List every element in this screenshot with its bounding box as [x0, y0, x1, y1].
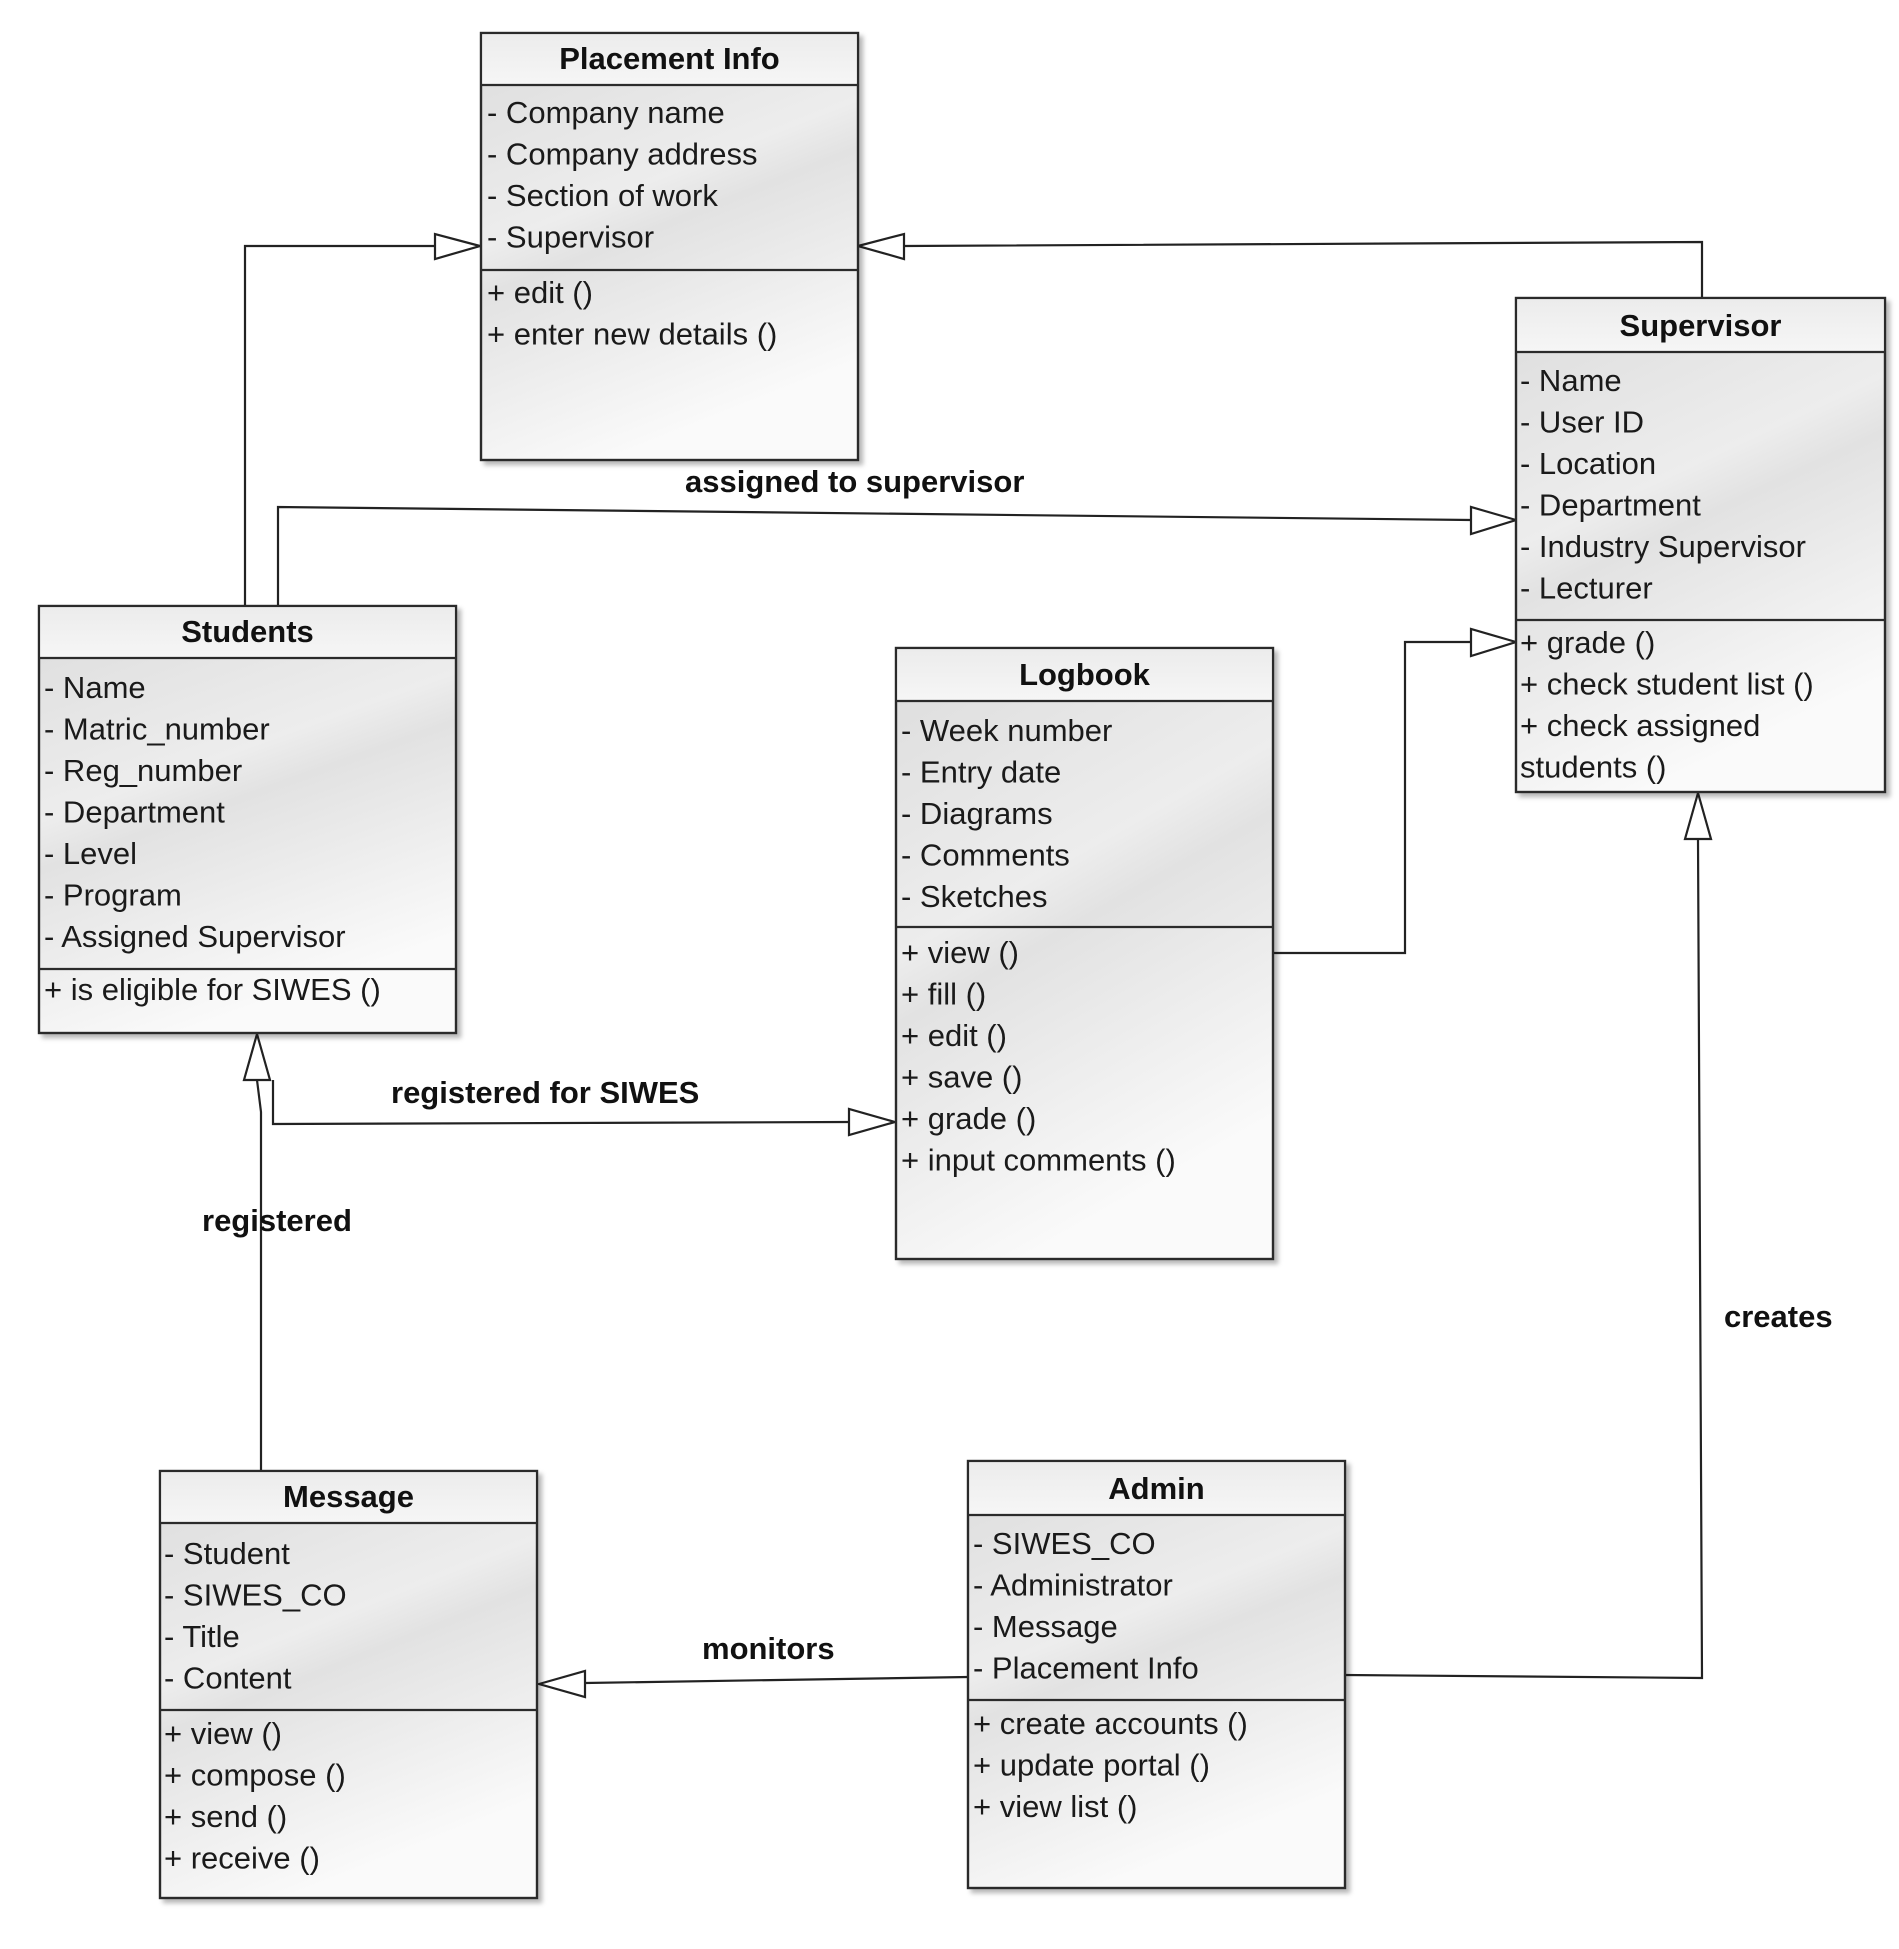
connector-assigned-to-supervisor — [276, 505, 1472, 606]
message-method: + compose () — [164, 1758, 346, 1793]
connector-logbook-supervisor — [1273, 640, 1471, 955]
supervisor-attribute: - Name — [1520, 363, 1622, 398]
students-method: + is eligible for SIWES () — [44, 972, 381, 1007]
logbook-method: + save () — [901, 1060, 1022, 1095]
label-assigned-to-supervisor: assigned to supervisor — [685, 464, 1024, 499]
supervisor-method: + check assigned — [1520, 708, 1760, 743]
arrowhead-supervisor-logbook — [1469, 627, 1520, 658]
supervisor-header-bg — [1517, 299, 1884, 352]
logbook-attribute: - Entry date — [901, 755, 1061, 790]
connectors — [242, 232, 1713, 1699]
placement-attribute: - Company name — [487, 95, 725, 130]
students-attribute: - Program — [44, 878, 182, 913]
label-creates: creates — [1724, 1299, 1833, 1334]
admin-attribute: - Message — [973, 1609, 1118, 1644]
label-registered-for-siwes: registered for SIWES — [391, 1075, 699, 1110]
arrowhead-students — [242, 1029, 272, 1082]
placement-header-bg — [482, 34, 857, 85]
connector-registered-for-siwes — [271, 1080, 850, 1126]
connector-creates — [1344, 838, 1704, 1680]
placement-title: Placement Info — [559, 41, 780, 76]
message-box — [158, 1469, 539, 1900]
label-registered: registered — [202, 1203, 352, 1238]
class-admin: Admin - SIWES_CO - Administrator - Message -… — [966, 1459, 1347, 1890]
admin-box — [966, 1459, 1347, 1890]
supervisor-attribute: - Department — [1520, 488, 1701, 523]
label-monitors: monitors — [702, 1631, 835, 1666]
arrowhead-logbook — [847, 1107, 900, 1137]
message-attribute: - Student — [164, 1536, 290, 1571]
admin-attribute: - SIWES_CO — [973, 1526, 1156, 1561]
supervisor-attribute: - Industry Supervisor — [1520, 529, 1806, 564]
connector-supervisor-placement — [903, 240, 1704, 298]
arrowhead-message — [534, 1669, 587, 1699]
supervisor-title: Supervisor — [1620, 308, 1782, 343]
connector-monitors — [584, 1675, 969, 1685]
class-logbook: Logbook - Week number - Entry date - Diagra… — [894, 646, 1275, 1261]
supervisor-attribute: - Location — [1520, 446, 1656, 481]
students-attribute: - Level — [44, 836, 137, 871]
supervisor-attribute: - Lecturer — [1520, 571, 1653, 606]
logbook-method: + input comments () — [901, 1143, 1176, 1178]
logbook-attribute: - Comments — [901, 838, 1070, 873]
placement-method: + enter new details () — [487, 317, 777, 352]
students-attribute: - Name — [44, 670, 146, 705]
message-method: + view () — [164, 1716, 282, 1751]
logbook-method: + grade () — [901, 1101, 1036, 1136]
supervisor-box — [1514, 296, 1887, 794]
logbook-box — [894, 646, 1275, 1261]
message-attribute: - SIWES_CO — [164, 1578, 347, 1613]
class-supervisor: Supervisor - Name - User ID - Location - Dep… — [1514, 296, 1887, 794]
admin-method: + view list () — [973, 1789, 1138, 1824]
message-method: + receive () — [164, 1841, 320, 1876]
admin-method: + create accounts () — [973, 1706, 1248, 1741]
placement-box — [479, 31, 860, 462]
students-title: Students — [181, 614, 314, 649]
students-attribute: - Assigned Supervisor — [44, 919, 346, 954]
students-header-bg — [40, 607, 455, 658]
placement-attribute: - Supervisor — [487, 220, 654, 255]
supervisor-attribute: - User ID — [1520, 405, 1644, 440]
students-box — [37, 604, 458, 1035]
admin-header-bg — [969, 1462, 1344, 1515]
logbook-method: + fill () — [901, 977, 986, 1012]
message-title: Message — [283, 1479, 414, 1514]
connector-students-placement — [243, 244, 435, 606]
arrowhead-placement-left — [433, 232, 485, 261]
supervisor-method: students () — [1520, 750, 1666, 785]
class-students: Students - Name - Matric_number - Reg_numbe… — [37, 604, 458, 1035]
logbook-attribute: - Week number — [901, 713, 1112, 748]
supervisor-method: + grade () — [1520, 625, 1655, 660]
placement-attribute: - Section of work — [487, 178, 718, 213]
class-message: Message - Student - SIWES_CO - Title - Conte… — [158, 1469, 539, 1900]
relation-labels: assigned to supervisor registered for SI… — [202, 464, 1833, 1666]
logbook-header-bg — [897, 649, 1272, 701]
admin-attribute: - Administrator — [973, 1568, 1173, 1603]
supervisor-method: + check student list () — [1520, 667, 1814, 702]
message-attribute: - Title — [164, 1619, 240, 1654]
message-attribute: - Content — [164, 1661, 292, 1696]
logbook-title: Logbook — [1019, 657, 1151, 692]
logbook-attribute: - Sketches — [901, 879, 1047, 914]
arrowhead-supervisor-creates — [1683, 788, 1713, 841]
students-attribute: - Reg_number — [44, 753, 242, 788]
admin-attribute: - Placement Info — [973, 1651, 1199, 1686]
logbook-method: + edit () — [901, 1018, 1007, 1053]
message-header-bg — [161, 1472, 536, 1523]
connector-registered — [255, 1079, 263, 1470]
arrowhead-placement-right — [853, 232, 906, 261]
message-method: + send () — [164, 1799, 287, 1834]
placement-attribute: - Company address — [487, 137, 758, 172]
students-attribute: - Department — [44, 795, 225, 830]
students-attribute: - Matric_number — [44, 712, 270, 747]
logbook-method: + view () — [901, 935, 1019, 970]
class-placement-info: Placement Info - Company name - Company ad… — [479, 31, 860, 462]
arrowhead-supervisor-assigned — [1469, 505, 1520, 536]
logbook-attribute: - Diagrams — [901, 796, 1053, 831]
admin-title: Admin — [1108, 1471, 1204, 1506]
admin-method: + update portal () — [973, 1748, 1210, 1783]
placement-method: + edit () — [487, 275, 593, 310]
